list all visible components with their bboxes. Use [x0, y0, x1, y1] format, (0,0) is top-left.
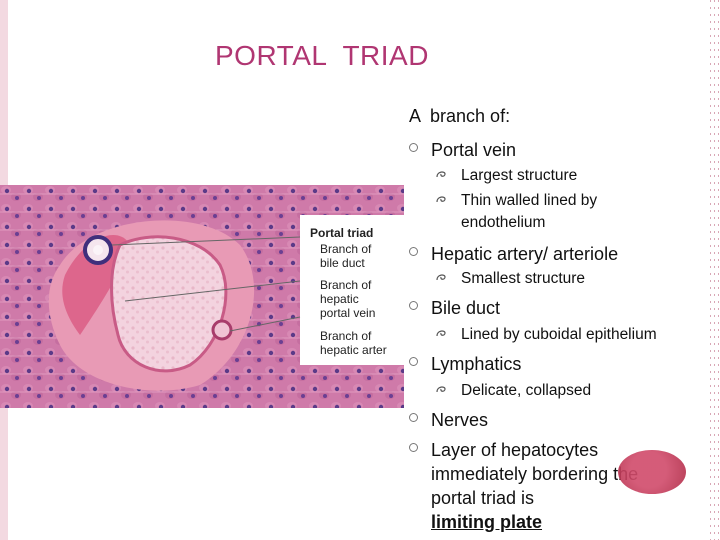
circle-bullet-icon — [409, 443, 418, 452]
circle-bullet-icon — [409, 413, 418, 422]
limiting-plate-term: limiting plate — [431, 512, 543, 532]
scroll-bullet-icon — [436, 171, 446, 178]
right-decor-border — [710, 0, 720, 540]
circle-bullet-icon — [409, 357, 418, 366]
circle-bullet-icon — [409, 143, 418, 152]
label-portal-triad: Portal triad — [310, 226, 373, 240]
intro-text: A branch of: — [409, 106, 511, 126]
slide-title: PORTAL TRIAD — [215, 40, 429, 71]
scroll-bullet-icon — [436, 386, 446, 393]
scroll-bullet-icon — [436, 196, 446, 203]
scroll-bullet-icon — [436, 330, 446, 337]
circle-bullet-icon — [409, 301, 418, 310]
circle-bullet-icon — [409, 247, 418, 256]
decor-circle-marker — [618, 450, 686, 494]
scroll-bullet-icon — [436, 274, 446, 281]
